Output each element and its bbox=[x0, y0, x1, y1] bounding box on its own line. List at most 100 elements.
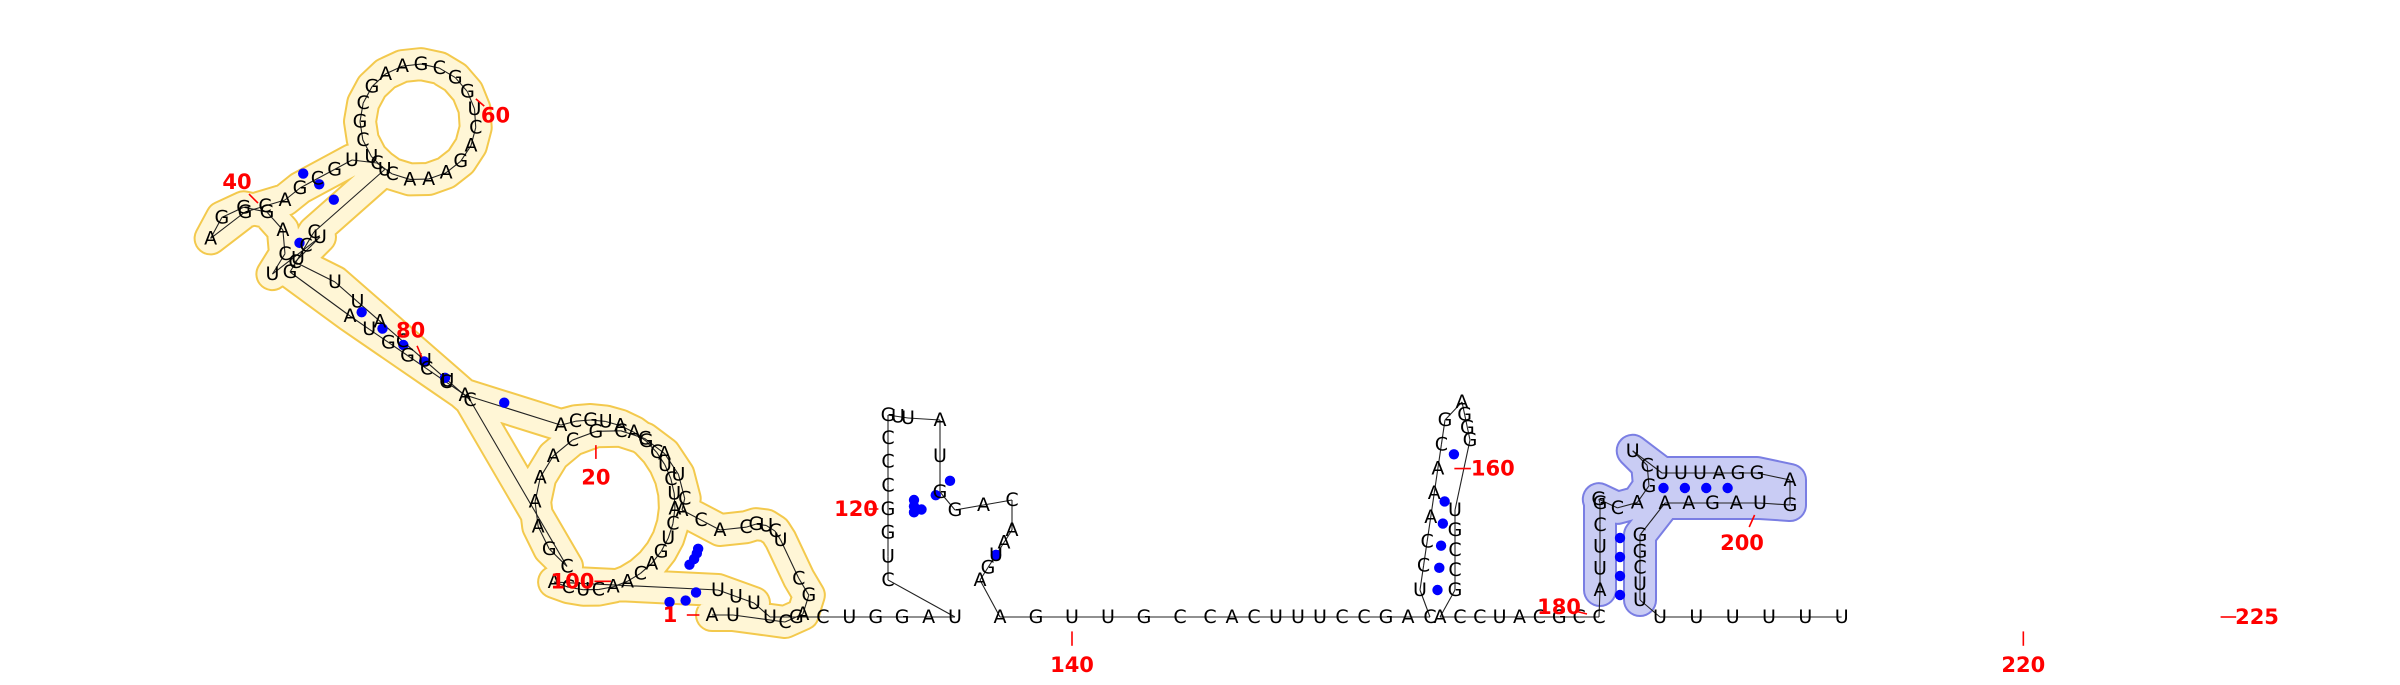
nucleotide: G bbox=[895, 606, 910, 628]
nucleotide: C bbox=[433, 57, 446, 79]
nucleotide: G bbox=[414, 53, 429, 75]
index-label: 100 bbox=[551, 569, 595, 593]
nucleotide: U bbox=[1753, 492, 1767, 514]
base-pair-dot bbox=[1615, 571, 1625, 581]
nucleotide: C bbox=[1417, 555, 1430, 577]
nucleotide: U bbox=[933, 445, 947, 467]
nucleotide: A bbox=[706, 604, 719, 626]
nucleotide: C bbox=[439, 371, 452, 393]
nucleotide: A bbox=[1424, 506, 1437, 528]
nucleotide: A bbox=[1402, 606, 1415, 628]
nucleotide: G bbox=[881, 522, 896, 544]
nucleotide: A bbox=[204, 227, 217, 249]
nucleotide: A bbox=[934, 409, 947, 431]
nucleotide: C bbox=[420, 358, 433, 380]
nucleotide: G bbox=[448, 67, 463, 89]
nucleotide: G bbox=[215, 206, 230, 228]
base-pair-dot bbox=[1434, 563, 1444, 573]
nucleotide: C bbox=[1435, 433, 1448, 455]
base-pair-dot bbox=[1615, 552, 1625, 562]
nucleotide: U bbox=[1493, 606, 1507, 628]
nucleotide: G bbox=[1783, 494, 1798, 516]
nucleotide: U bbox=[901, 407, 915, 429]
nucleotide: U bbox=[1269, 606, 1283, 628]
nucleotide: C bbox=[1357, 606, 1370, 628]
nucleotide: G bbox=[1705, 492, 1720, 514]
nucleotide: A bbox=[1513, 606, 1526, 628]
nucleotide: U bbox=[1448, 499, 1462, 521]
nucleotide: C bbox=[1448, 559, 1461, 581]
nucleotide: C bbox=[1448, 539, 1461, 561]
nucleotide: U bbox=[1291, 606, 1305, 628]
nucleotide: C bbox=[694, 509, 707, 531]
nucleotide: U bbox=[1689, 606, 1703, 628]
nucleotide: G bbox=[1137, 606, 1152, 628]
base-pair-dot bbox=[1436, 541, 1446, 551]
nucleotide: G bbox=[583, 409, 598, 431]
nucleotide: A bbox=[396, 55, 409, 77]
nucleotide: G bbox=[868, 606, 883, 628]
base-pair-dot bbox=[916, 504, 926, 514]
nucleotide: A bbox=[1730, 492, 1743, 514]
nucleotide: A bbox=[547, 445, 560, 467]
nucleotide: G bbox=[400, 345, 415, 367]
nucleotide: U bbox=[328, 271, 342, 293]
nucleotide: U bbox=[1762, 606, 1776, 628]
index-label: 220 bbox=[2001, 653, 2045, 677]
nucleotide: U bbox=[1413, 579, 1427, 601]
nucleotide: C bbox=[1421, 530, 1434, 552]
nucleotide: A bbox=[607, 576, 620, 598]
nucleotide: A bbox=[440, 162, 453, 184]
nucleotide: G bbox=[1029, 606, 1044, 628]
nucleotide: C bbox=[1473, 606, 1486, 628]
base-pair-dot bbox=[1615, 590, 1625, 600]
index-label: 40 bbox=[222, 170, 251, 194]
index-label: 180 bbox=[1537, 595, 1581, 619]
nucleotide: A bbox=[1434, 606, 1447, 628]
nucleotide: U bbox=[1313, 606, 1327, 628]
index-label: 225 bbox=[2235, 605, 2279, 629]
nucleotide: C bbox=[881, 569, 894, 591]
nucleotide: U bbox=[729, 586, 743, 608]
nucleotide: A bbox=[276, 219, 289, 241]
nucleotide: C bbox=[566, 429, 579, 451]
nucleotide: C bbox=[569, 410, 582, 432]
nucleotide: U bbox=[1065, 606, 1079, 628]
nucleotide: U bbox=[1674, 462, 1688, 484]
index-label: 20 bbox=[581, 465, 610, 489]
nucleotide: G bbox=[327, 158, 342, 180]
nucleotide: C bbox=[1173, 606, 1186, 628]
nucleotide: U bbox=[711, 579, 725, 601]
nucleotide: A bbox=[1682, 492, 1695, 514]
nucleotide: U bbox=[1633, 589, 1647, 611]
base-pair-dot bbox=[499, 398, 509, 408]
nucleotide: G bbox=[238, 201, 253, 223]
nucleotide: G bbox=[933, 481, 948, 503]
nucleotide: U bbox=[881, 545, 895, 567]
nucleotide: C bbox=[1593, 514, 1606, 536]
nucleotide: U bbox=[364, 145, 378, 167]
nucleotide: C bbox=[816, 606, 829, 628]
nucleotide: G bbox=[1448, 519, 1463, 541]
nucleotide: A bbox=[379, 63, 392, 85]
index-label: 140 bbox=[1050, 653, 1094, 677]
nucleotide: U bbox=[1653, 606, 1667, 628]
nucleotide: C bbox=[1592, 606, 1605, 628]
nucleotide: C bbox=[1247, 606, 1260, 628]
nucleotide: A bbox=[1594, 579, 1607, 601]
nucleotide: A bbox=[344, 305, 357, 327]
nucleotide: A bbox=[614, 415, 627, 437]
nucleotide: G bbox=[789, 606, 804, 628]
index-label: 200 bbox=[1720, 531, 1764, 555]
base-pair-dot bbox=[1615, 533, 1625, 543]
nucleotide: A bbox=[459, 384, 472, 406]
nucleotide: C bbox=[881, 451, 894, 473]
nucleotide: A bbox=[534, 466, 547, 488]
nucleotide: A bbox=[974, 569, 987, 591]
base-pair-dot bbox=[329, 195, 339, 205]
nucleotide: A bbox=[1226, 606, 1239, 628]
